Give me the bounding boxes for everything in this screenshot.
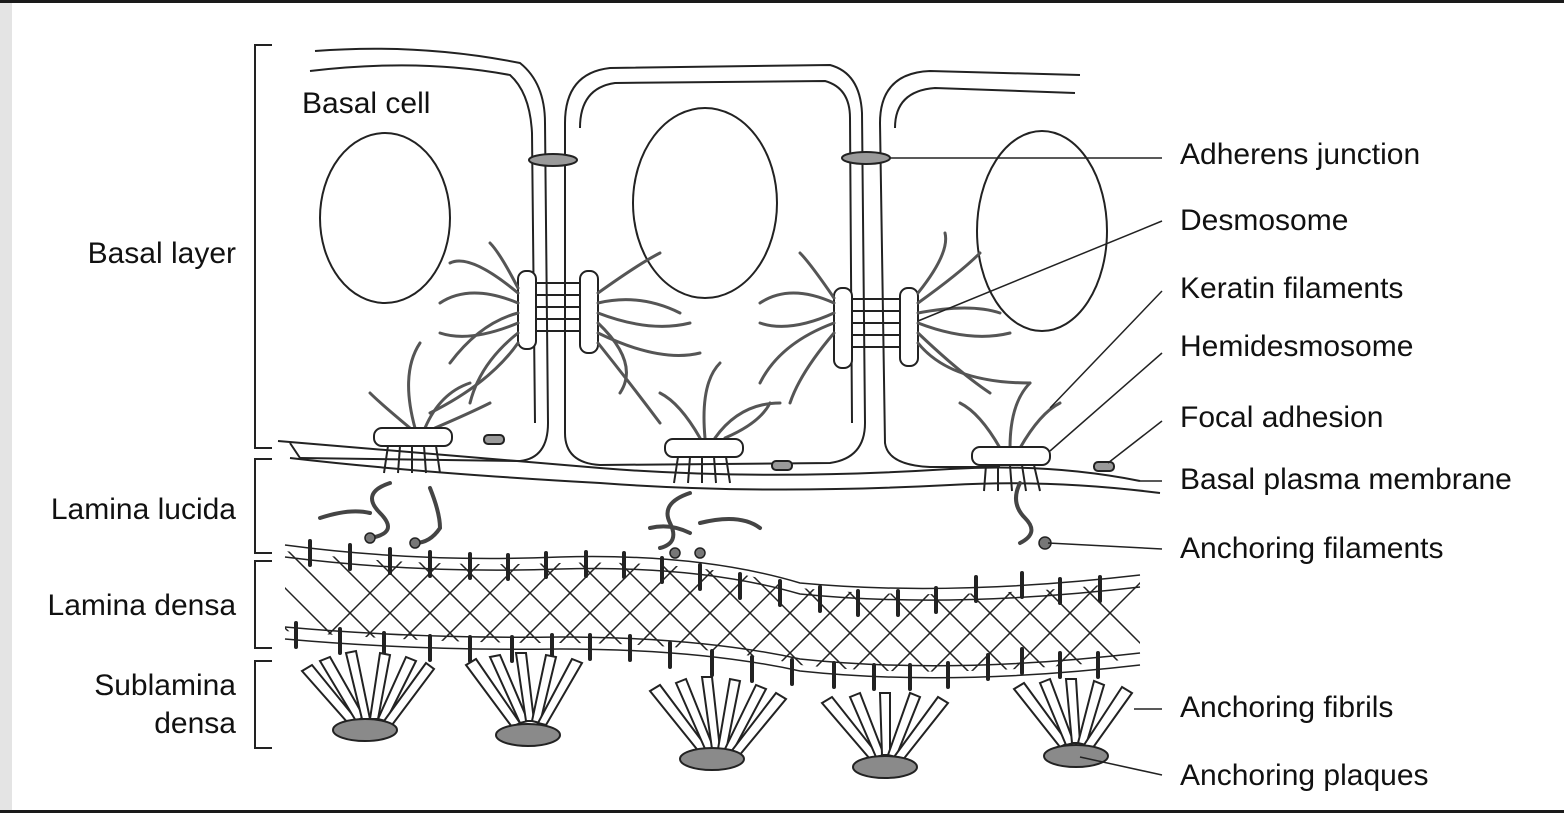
basal-layer-label: Basal layer <box>87 237 236 270</box>
anchoring-plaques-label: Anchoring plaques <box>1180 759 1429 792</box>
bracket-lamina-densa <box>254 560 272 649</box>
leader-anchoring-filaments <box>1047 542 1163 550</box>
cell-1-outer <box>309 64 536 424</box>
layer-brackets <box>254 44 272 749</box>
adherens-junctions <box>528 151 891 167</box>
cell-1-left <box>289 442 301 459</box>
basal-cell-label: Basal cell <box>302 87 431 120</box>
lamina-lucida-label: Lamina lucida <box>50 493 236 526</box>
leader-desmosome <box>917 220 1163 322</box>
leader-keratin-filaments <box>1049 290 1163 409</box>
leader-anchoring-plaques <box>1079 756 1163 776</box>
keratin-filaments <box>368 231 1062 450</box>
sublamina-densa-label-line1: Sublamina <box>94 669 236 702</box>
densa-top-2 <box>284 556 1141 601</box>
basement-membrane-diagram <box>254 44 1163 779</box>
bracket-lamina-lucida <box>254 458 272 554</box>
cell-2-inner <box>579 79 853 424</box>
bracket-sublamina-densa <box>254 660 272 749</box>
hemidesmosomes <box>373 427 1051 492</box>
cell-2-outline <box>564 63 867 467</box>
focal-adhesion-2 <box>771 460 793 471</box>
densa-ticks <box>294 539 1102 691</box>
lamina-densa-label: Lamina densa <box>47 589 236 622</box>
hemidesmosome-1 <box>373 427 453 447</box>
basal-membrane-line <box>277 440 1141 482</box>
focal-adhesion-3 <box>1093 461 1115 472</box>
anchoring-filaments-label: Anchoring filaments <box>1180 532 1444 565</box>
keratin-filaments-label: Keratin filaments <box>1180 272 1404 305</box>
focal-adhesions <box>483 434 1115 472</box>
focal-adhesion-label: Focal adhesion <box>1180 401 1384 434</box>
nucleus-2 <box>632 107 778 299</box>
anchoring-plaques <box>332 718 1109 779</box>
anchoring-fibrils-label: Anchoring fibrils <box>1180 691 1394 724</box>
leader-focal-adhesion <box>1107 420 1163 464</box>
fibril-group-5 <box>1012 677 1134 751</box>
desmosomes <box>517 270 919 369</box>
fibril-group-4 <box>820 691 950 763</box>
anchoring-plaque-2 <box>495 723 561 747</box>
adherens-junction-1 <box>528 153 578 167</box>
anchoring-filaments <box>318 481 1034 550</box>
cell-3-inner <box>894 86 1076 129</box>
anchoring-plaque-5 <box>1043 744 1109 768</box>
cell-3-outline <box>879 69 1081 124</box>
cell-1-outline <box>299 47 550 463</box>
cell-3-bottom <box>879 122 1000 468</box>
anchoring-plaque-3 <box>679 747 745 771</box>
hemidesmosome-label: Hemidesmosome <box>1180 330 1414 363</box>
basal-plasma-membrane-label: Basal plasma membrane <box>1180 463 1512 496</box>
hemidesmosome-3 <box>971 446 1051 466</box>
densa-bottom-2 <box>284 638 1141 679</box>
leader-hemidesmosome <box>1049 352 1163 452</box>
sublamina-densa-label-line2: densa <box>154 707 236 740</box>
leader-lines <box>890 157 1163 776</box>
anchoring-filament-ends <box>364 532 1052 559</box>
anchoring-plaque-1 <box>332 718 398 742</box>
anchoring-fibrils <box>300 649 1134 763</box>
bracket-basal-layer <box>254 44 272 449</box>
hemidesmosome-2 <box>664 438 744 458</box>
adherens-junction-2 <box>841 151 891 165</box>
densa-bottom-1 <box>284 626 1141 667</box>
anchoring-plaque-4 <box>852 755 918 779</box>
desmosome-2-right <box>899 287 919 367</box>
fibril-group-1 <box>300 649 436 727</box>
nucleus-1 <box>319 132 451 304</box>
desmosome-label: Desmosome <box>1180 204 1349 237</box>
densa-top-1 <box>284 544 1141 590</box>
fibril-group-2 <box>464 652 584 729</box>
nucleus-3 <box>976 130 1108 332</box>
focal-adhesion-1 <box>483 434 505 445</box>
fibril-group-3 <box>648 676 788 759</box>
adherens-junction-label: Adherens junction <box>1180 138 1421 171</box>
desmosome-2-left <box>833 287 853 369</box>
desmosome-1-right <box>579 270 599 354</box>
lamina-densa <box>284 544 1141 679</box>
desmosome-1-left <box>517 270 537 350</box>
scan-edge <box>0 3 12 810</box>
